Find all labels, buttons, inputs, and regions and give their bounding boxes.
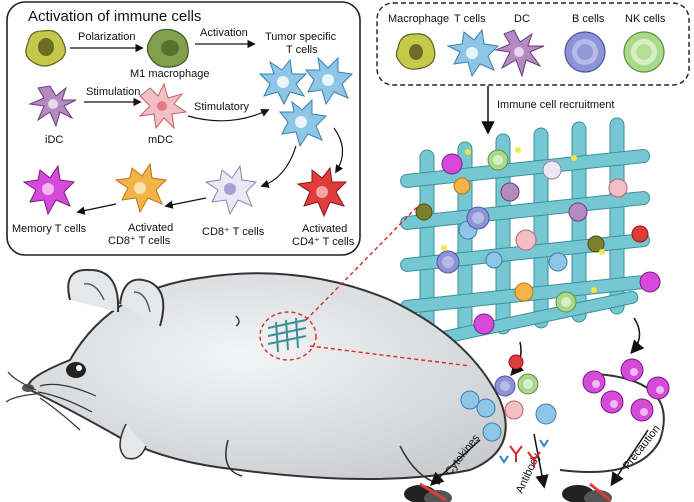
scaffold-t-cell bbox=[485, 251, 503, 269]
legend-dc-label: DC bbox=[514, 13, 530, 25]
antibody-label: Antibody bbox=[514, 451, 543, 495]
scaffold-b-cell bbox=[436, 250, 460, 274]
scaffold-memory-cell bbox=[639, 271, 661, 293]
legend-dc-cell bbox=[494, 29, 545, 78]
legend-macrophage-label: Macrophage bbox=[388, 13, 449, 25]
scaffold bbox=[400, 117, 661, 346]
implant-site bbox=[259, 311, 317, 361]
scaffold-dc-cell bbox=[568, 202, 588, 222]
scaffold-activated-cd8-cell bbox=[514, 282, 534, 302]
scaffold-memory-cell bbox=[473, 313, 495, 335]
cd8-t-cell bbox=[204, 164, 258, 216]
nk-cell-cluster bbox=[582, 358, 670, 422]
tumor-specific-t-cell bbox=[304, 56, 354, 106]
activated-cd8-label-line1: Activated bbox=[128, 222, 173, 234]
macrophage-cell bbox=[25, 29, 67, 67]
activation-panel: Activation of immune cells Polarization … bbox=[6, 1, 361, 256]
scaffold-activated-cd8-cell bbox=[453, 177, 471, 195]
scaffold-mdc-cell bbox=[608, 178, 628, 198]
tumor-specific-t-cell bbox=[258, 58, 308, 106]
scaffold-dc-cell bbox=[500, 182, 520, 202]
memory-t-cell bbox=[22, 164, 76, 216]
activated-cd4-label-line1: Activated bbox=[302, 223, 347, 235]
stimulation-label: Stimulation bbox=[86, 86, 140, 98]
legend-nk-cells-label: NK cells bbox=[625, 13, 666, 25]
scaffold-mdc-cell bbox=[515, 229, 537, 251]
legend-nk-cell bbox=[623, 31, 665, 73]
legend-b-cell bbox=[564, 31, 606, 73]
activated-cd4-label-line2: CD4⁺ T cells bbox=[292, 236, 355, 248]
legend-t-cell bbox=[446, 28, 500, 78]
scaffold-memory-cell bbox=[441, 153, 463, 175]
m1-macrophage-cell bbox=[146, 28, 189, 68]
mdc-label: mDC bbox=[148, 134, 173, 146]
legend-macrophage-cell bbox=[395, 33, 436, 70]
activation-label: Activation bbox=[200, 27, 248, 39]
scaffold-nk-cell bbox=[555, 291, 577, 313]
tumor-specific-t-cell bbox=[278, 98, 328, 148]
released-cells bbox=[460, 354, 557, 442]
scaffold-cd8-cell bbox=[542, 160, 562, 180]
m1-macrophage-label: M1 macrophage bbox=[130, 68, 210, 80]
scaffold-b-cell bbox=[466, 206, 490, 230]
scaffold-macrophage-cell bbox=[587, 235, 605, 253]
legend-t-cells-label: T cells bbox=[454, 13, 486, 25]
recruitment-label: Immune cell recruitment bbox=[497, 99, 614, 111]
idc-label: iDC bbox=[45, 134, 63, 146]
scaffold-macrophage-cell bbox=[415, 203, 433, 221]
mouse-eye bbox=[66, 362, 86, 378]
scaffold-nk-cell bbox=[487, 149, 509, 171]
idc-cell bbox=[28, 85, 77, 128]
stimulatory-label: Stimulatory bbox=[194, 101, 250, 113]
mouse-nose bbox=[22, 384, 34, 392]
tumor-specific-label-line1: Tumor specific bbox=[265, 31, 337, 43]
panel-title: Activation of immune cells bbox=[28, 8, 201, 25]
activated-cd8-t-cell bbox=[114, 162, 168, 214]
mdc-cell bbox=[138, 82, 188, 130]
activated-cd8-label-line2: CD8⁺ T cells bbox=[108, 235, 171, 247]
tumor-specific-label-line2: T cells bbox=[286, 44, 318, 56]
scaffold-cd4-cell bbox=[631, 225, 649, 243]
antibody-glyphs bbox=[509, 445, 541, 468]
memory-t-cells-label: Memory T cells bbox=[12, 223, 87, 235]
activated-cd4-t-cell bbox=[296, 166, 348, 218]
tumor-cells bbox=[404, 482, 612, 502]
cd8-t-cells-label: CD8⁺ T cells bbox=[202, 226, 265, 238]
scaffold-t-cell bbox=[548, 252, 568, 272]
legend-panel: Macrophage T cells DC B cells NK cells bbox=[376, 2, 690, 86]
mouse bbox=[5, 268, 665, 485]
polarization-label: Polarization bbox=[78, 31, 135, 43]
legend-b-cells-label: B cells bbox=[572, 13, 605, 25]
